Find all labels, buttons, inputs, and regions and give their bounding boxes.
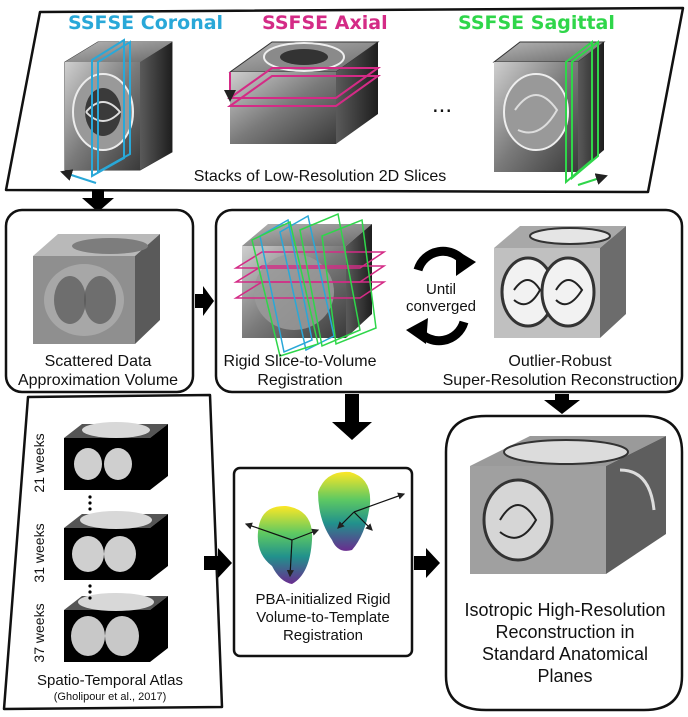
sda-label-line1: Scattered Data bbox=[45, 353, 152, 370]
arrow-stacks-to-sda bbox=[82, 190, 114, 212]
sda-volume bbox=[33, 234, 160, 344]
stack-ellipsis: ... bbox=[432, 91, 452, 118]
coronal-stack-volume bbox=[60, 38, 173, 184]
loop-label-line1: Until bbox=[426, 281, 456, 298]
atlas-volume-31 bbox=[64, 511, 168, 580]
pba-label-line3: Registration bbox=[283, 627, 363, 644]
stacks-caption: Stacks of Low-Resolution 2D Slices bbox=[194, 168, 447, 185]
loop-label-line2: converged bbox=[406, 298, 476, 315]
atlas-week-37: 37 weeks bbox=[31, 603, 47, 662]
final-label-line3: Standard Anatomical bbox=[482, 644, 648, 664]
arrow-atlas-to-pba bbox=[204, 548, 232, 578]
arrow-srr-to-final bbox=[544, 394, 580, 414]
loop-arrows-icon bbox=[406, 246, 476, 346]
final-volume bbox=[470, 436, 666, 574]
atlas-volume-37 bbox=[64, 593, 168, 662]
rigid-label-line1: Rigid Slice-to-Volume bbox=[224, 353, 377, 370]
axial-title: SSFSE Axial bbox=[262, 12, 388, 34]
registration-volume bbox=[233, 212, 387, 357]
pba-label-line2: Volume-to-Template bbox=[256, 609, 389, 626]
coronal-title: SSFSE Coronal bbox=[68, 12, 223, 34]
final-label-line1: Isotropic High-Resolution bbox=[464, 600, 665, 620]
rigid-label-line2: Registration bbox=[257, 372, 342, 389]
sagittal-title: SSFSE Sagittal bbox=[458, 12, 615, 34]
arrow-pba-to-final bbox=[414, 548, 440, 578]
outlier-label-line2: Super-Resolution Reconstruction bbox=[443, 372, 678, 389]
atlas-citation: (Gholipour et al., 2017) bbox=[54, 691, 167, 703]
axial-stack-volume bbox=[224, 41, 382, 144]
atlas-volume-21 bbox=[64, 422, 168, 490]
coronal-direction-arrow bbox=[60, 169, 97, 184]
final-label-line2: Reconstruction in bbox=[495, 622, 634, 642]
atlas-dots-1 bbox=[88, 495, 92, 511]
pba-brain-surfaces bbox=[244, 471, 406, 584]
srr-volume bbox=[494, 226, 626, 338]
atlas-week-21: 21 weeks bbox=[31, 433, 47, 492]
sda-label-line2: Approximation Volume bbox=[18, 372, 178, 389]
atlas-label: Spatio-Temporal Atlas bbox=[37, 672, 183, 689]
sagittal-stack-volume bbox=[492, 39, 608, 186]
pba-label-line1: PBA-initialized Rigid bbox=[255, 591, 390, 608]
outlier-label-line1: Outlier-Robust bbox=[508, 353, 612, 370]
arrow-sda-to-registration bbox=[195, 286, 214, 316]
sagittal-direction-arrow bbox=[577, 173, 608, 186]
final-label-line4: Planes bbox=[537, 666, 592, 686]
arrow-registration-to-pba bbox=[332, 394, 372, 440]
atlas-week-31: 31 weeks bbox=[31, 523, 47, 582]
atlas-dots-2 bbox=[88, 584, 92, 600]
